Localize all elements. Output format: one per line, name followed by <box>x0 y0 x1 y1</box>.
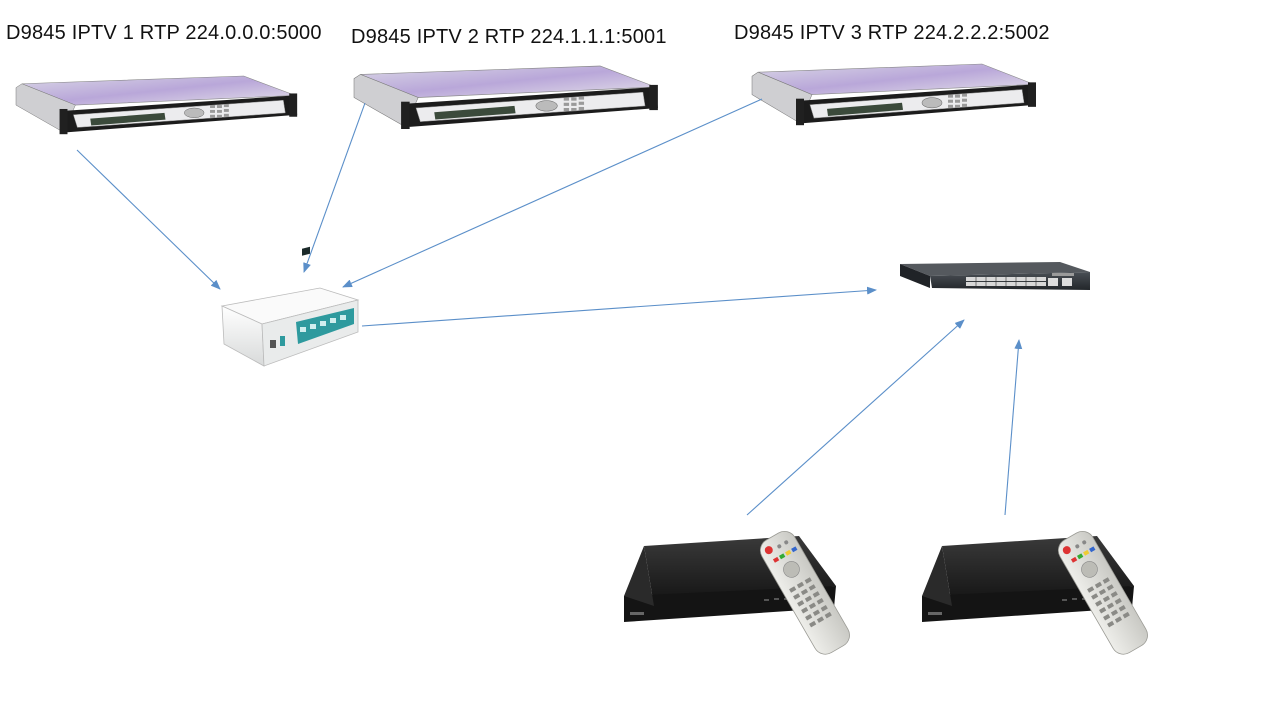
arrow-stb2-to-switch <box>1004 339 1023 516</box>
set-top-box-2 <box>921 526 1153 660</box>
encoder-1-device <box>15 75 298 135</box>
encoder-2-device <box>353 65 659 130</box>
arrow-encoder2-to-router <box>303 102 366 273</box>
set-top-box-1 <box>623 526 855 660</box>
arrow-encoder3-to-router <box>342 98 763 288</box>
arrow-encoder1-to-router <box>76 149 221 290</box>
switch-device <box>900 262 1090 290</box>
encoder-1-label: D9845 IPTV 1 RTP 224.0.0.0:5000 <box>6 22 322 44</box>
arrow-stb1-to-switch <box>746 319 965 516</box>
encoder-2-label: D9845 IPTV 2 RTP 224.1.1.1:5001 <box>351 26 667 48</box>
encoder-3-device <box>751 63 1037 126</box>
encoder-3-label: D9845 IPTV 3 RTP 224.2.2.2:5002 <box>734 22 1050 44</box>
arrow-router-to-switch <box>361 286 877 327</box>
router-device <box>220 246 360 367</box>
